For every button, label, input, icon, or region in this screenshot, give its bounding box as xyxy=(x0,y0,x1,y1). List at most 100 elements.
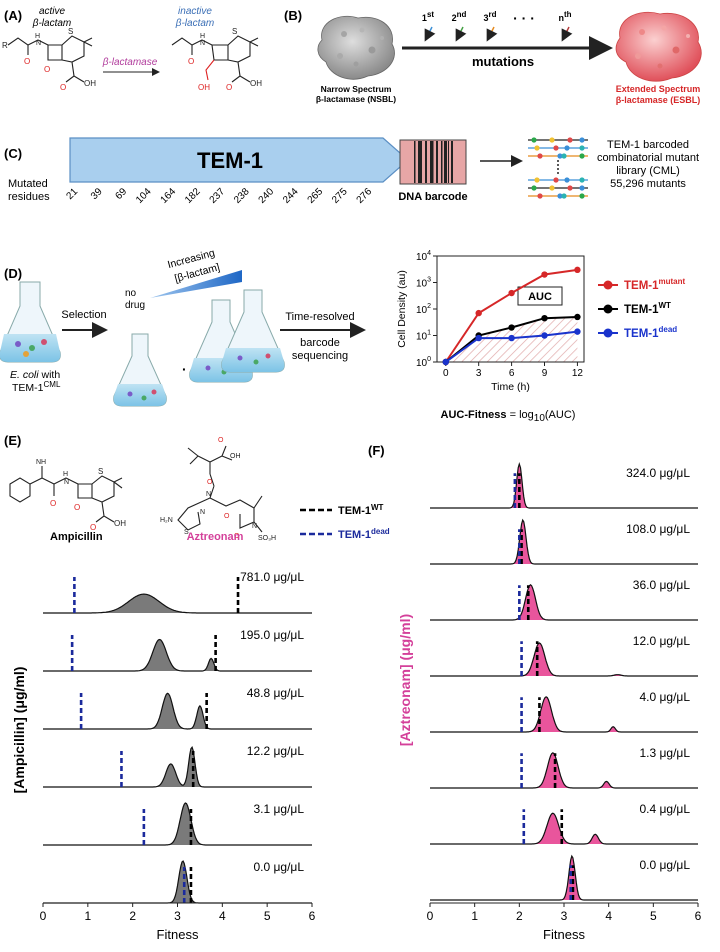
esbl-line1: Extended Spectrum xyxy=(616,84,701,94)
barcode-bar xyxy=(451,141,453,183)
svg-text:N: N xyxy=(200,40,205,47)
barcode-bar xyxy=(421,141,422,183)
panel-d: (D) E. coli with TEM-1CML Selection no d… xyxy=(0,247,686,424)
panel-a-label: (A) xyxy=(4,8,22,23)
aztreonam-structure: O OH O N H₂N S N O O N SO₃H xyxy=(160,437,276,542)
ampicillin-structure: NH O H N O S O OH xyxy=(9,459,126,532)
mutation-dot xyxy=(537,153,543,159)
panel-c-label: (C) xyxy=(4,146,22,161)
growth-point xyxy=(541,271,548,278)
fitness-tick-label: 3 xyxy=(174,909,181,923)
concentration-label: 36.0 μg/μL xyxy=(633,578,691,592)
svg-text:N: N xyxy=(36,40,41,47)
concentration-label: 12.2 μg/μL xyxy=(247,744,305,758)
svg-text:SO₃H: SO₃H xyxy=(258,535,276,542)
y-tick-label: 102 xyxy=(416,303,431,316)
nsbl-protein-icon xyxy=(317,15,395,80)
residue-label: 69 xyxy=(113,186,129,202)
concentration-label: 0.4 μg/μL xyxy=(639,802,690,816)
svg-text:S: S xyxy=(68,27,73,36)
mutation-dot xyxy=(579,137,585,143)
ridge-density-outline xyxy=(430,584,698,621)
residue-label: 275 xyxy=(330,186,350,206)
ridge-density-outline xyxy=(430,461,698,509)
mutation-dot xyxy=(534,145,540,151)
concentration-label: 0.0 μg/μL xyxy=(253,860,304,874)
fitness-tick-label: 0 xyxy=(427,909,434,923)
mutation-dot xyxy=(549,137,555,143)
panel-e-label: (E) xyxy=(4,433,21,448)
x-tick-label: 12 xyxy=(572,368,584,379)
inactive-beta-lactam-structure: O H N OH S O OH xyxy=(171,27,262,92)
inactive-label: inactive xyxy=(178,6,212,17)
svg-text:O: O xyxy=(90,523,96,532)
auc-box xyxy=(517,286,563,306)
svg-text:H: H xyxy=(200,33,205,40)
mutation-dot xyxy=(567,137,573,143)
concentration-label: 195.0 μg/μL xyxy=(240,628,304,642)
ridge-density-area xyxy=(43,594,312,613)
mutation-dot xyxy=(579,153,585,159)
svg-text:O: O xyxy=(24,57,30,66)
svg-text:2nd: 2nd xyxy=(452,10,467,23)
residue-label: 238 xyxy=(232,186,252,206)
mutation-dot xyxy=(553,145,559,151)
svg-text:OH: OH xyxy=(84,79,96,88)
selection-label: Selection xyxy=(61,309,106,321)
panel-b-label: (B) xyxy=(284,8,302,23)
growth-point xyxy=(508,324,515,331)
mutated-line1: Mutated xyxy=(8,178,48,190)
concentration-label: 0.0 μg/μL xyxy=(639,858,690,872)
svg-text:N: N xyxy=(206,491,211,498)
mutation-dot xyxy=(534,177,540,183)
svg-text:N: N xyxy=(200,509,205,516)
growth-point xyxy=(442,358,449,366)
growth-point xyxy=(508,334,515,342)
svg-text:1st: 1st xyxy=(422,10,434,23)
mutation-dot xyxy=(564,177,570,183)
fitness-tick-label: 2 xyxy=(516,909,523,923)
mutation-dot xyxy=(564,145,570,151)
aztreonam-ylabel: [Aztreonam] (μg/ml) xyxy=(397,614,413,746)
x-tick-label: 0 xyxy=(443,368,449,379)
ridge-density-outline xyxy=(430,518,698,565)
svg-text:O: O xyxy=(50,499,56,508)
svg-text:O: O xyxy=(207,479,213,486)
fitness-tick-label: 6 xyxy=(309,909,316,923)
residue-label: 240 xyxy=(257,186,277,206)
concentration-label: 4.0 μg/μL xyxy=(639,690,690,704)
mutation-dot xyxy=(531,137,537,143)
residue-label: 237 xyxy=(208,186,228,206)
library-line3: library (CML) xyxy=(616,165,680,177)
barcode-bar xyxy=(436,141,438,183)
growth-point xyxy=(574,266,581,274)
mutation-dot xyxy=(557,153,563,159)
growth-point xyxy=(475,309,482,317)
growth-ylabel: Cell Density (au) xyxy=(396,270,408,348)
residue-label: 39 xyxy=(89,186,105,202)
mutated-line2: residues xyxy=(8,191,50,203)
panel-f-label: (F) xyxy=(368,443,385,458)
mutation-dot xyxy=(537,193,543,199)
growth-point xyxy=(541,332,548,339)
barcode-bar xyxy=(448,141,449,183)
y-tick-label: 103 xyxy=(416,277,431,290)
barcode-bar xyxy=(425,141,427,183)
y-tick-label: 104 xyxy=(416,250,431,263)
ridge-density-area xyxy=(43,803,312,845)
svg-text:O: O xyxy=(218,437,224,444)
legend-wt-label: TEM-1WT xyxy=(338,503,384,517)
growth-point xyxy=(574,328,581,335)
concentration-label: 12.0 μg/μL xyxy=(633,634,691,648)
ecoli-line2: TEM-1CML xyxy=(12,380,61,394)
auc-fitness-formula: AUC-Fitness = log10(AUC) xyxy=(441,409,576,424)
svg-text:O: O xyxy=(234,533,240,540)
svg-text:3rd: 3rd xyxy=(483,10,496,23)
fitness-tick-label: 1 xyxy=(84,909,91,923)
growth-legend-marker xyxy=(603,304,613,314)
concentration-label: 108.0 μg/μL xyxy=(626,522,690,536)
mutation-dot xyxy=(561,193,567,199)
ridge-density-outline xyxy=(43,802,312,846)
